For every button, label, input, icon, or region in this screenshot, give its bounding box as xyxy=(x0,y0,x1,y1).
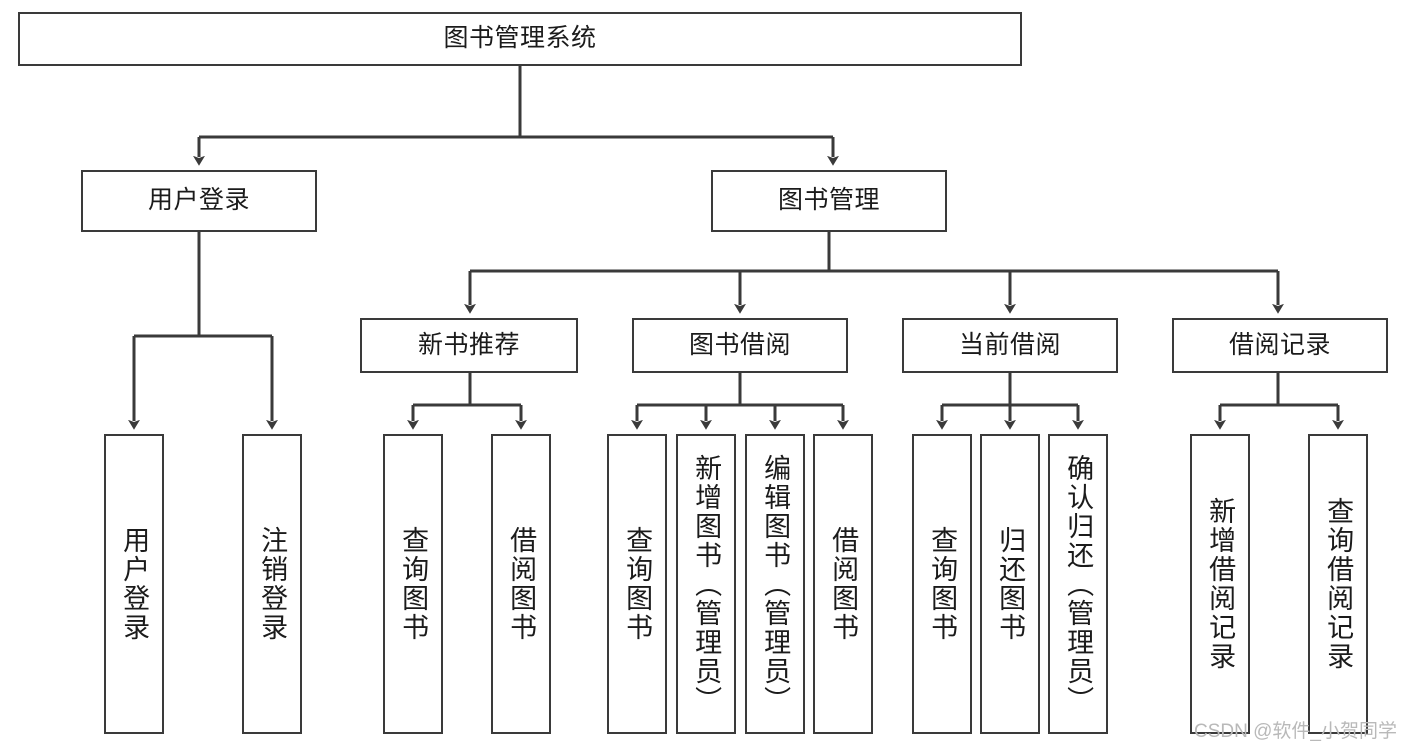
node-user-login[interactable]: 用户登录 xyxy=(81,170,317,232)
csdn-watermark: CSDN @软件_小贺同学 xyxy=(1194,721,1397,742)
leaf-query-book-borrow[interactable]: 查询图书 xyxy=(607,434,667,734)
node-label: 归还图书 xyxy=(995,526,1026,642)
leaf-query-book-recommend[interactable]: 查询图书 xyxy=(383,434,443,734)
leaf-logout-login[interactable]: 注销登录 xyxy=(242,434,302,734)
node-label: 新增图书（管理员） xyxy=(691,453,722,715)
node-label: 注销登录 xyxy=(257,526,288,642)
leaf-return-book[interactable]: 归还图书 xyxy=(980,434,1040,734)
node-label: 查询借阅记录 xyxy=(1323,497,1354,671)
node-label: 当前借阅 xyxy=(958,330,1061,359)
node-root-book-management-system[interactable]: 图书管理系统 xyxy=(18,12,1022,66)
node-label: 图书借阅 xyxy=(688,330,791,359)
node-book-borrow[interactable]: 图书借阅 xyxy=(632,318,848,373)
node-label: 借阅图书 xyxy=(506,526,537,642)
leaf-add-book[interactable]: 新增图书（管理员） xyxy=(676,434,736,734)
leaf-add-borrow-record[interactable]: 新增借阅记录 xyxy=(1190,434,1250,734)
node-label: 图书管理 xyxy=(777,186,880,215)
leaf-query-book-current[interactable]: 查询图书 xyxy=(912,434,972,734)
node-label: 查询图书 xyxy=(927,526,958,642)
node-label: 用户登录 xyxy=(119,526,150,642)
node-label: 确认归还（管理员） xyxy=(1063,453,1094,715)
node-book-management[interactable]: 图书管理 xyxy=(711,170,947,232)
node-label: 用户登录 xyxy=(147,186,250,215)
leaf-query-borrow-record[interactable]: 查询借阅记录 xyxy=(1308,434,1368,734)
leaf-confirm-return[interactable]: 确认归还（管理员） xyxy=(1048,434,1108,734)
leaf-borrow-book[interactable]: 借阅图书 xyxy=(813,434,873,734)
node-label: 图书管理系统 xyxy=(443,24,597,53)
leaf-borrow-book-recommend[interactable]: 借阅图书 xyxy=(491,434,551,734)
node-current-borrow[interactable]: 当前借阅 xyxy=(902,318,1118,373)
leaf-edit-book[interactable]: 编辑图书（管理员） xyxy=(745,434,805,734)
node-borrow-record[interactable]: 借阅记录 xyxy=(1172,318,1388,373)
node-label: 查询图书 xyxy=(622,526,653,642)
node-label: 查询图书 xyxy=(398,526,429,642)
leaf-user-login[interactable]: 用户登录 xyxy=(104,434,164,734)
node-new-book-recommend[interactable]: 新书推荐 xyxy=(360,318,578,373)
node-label: 新书推荐 xyxy=(417,330,520,359)
node-label: 借阅记录 xyxy=(1228,330,1331,359)
node-label: 借阅图书 xyxy=(828,526,859,642)
node-label: 编辑图书（管理员） xyxy=(760,453,791,715)
node-label: 新增借阅记录 xyxy=(1205,497,1236,671)
